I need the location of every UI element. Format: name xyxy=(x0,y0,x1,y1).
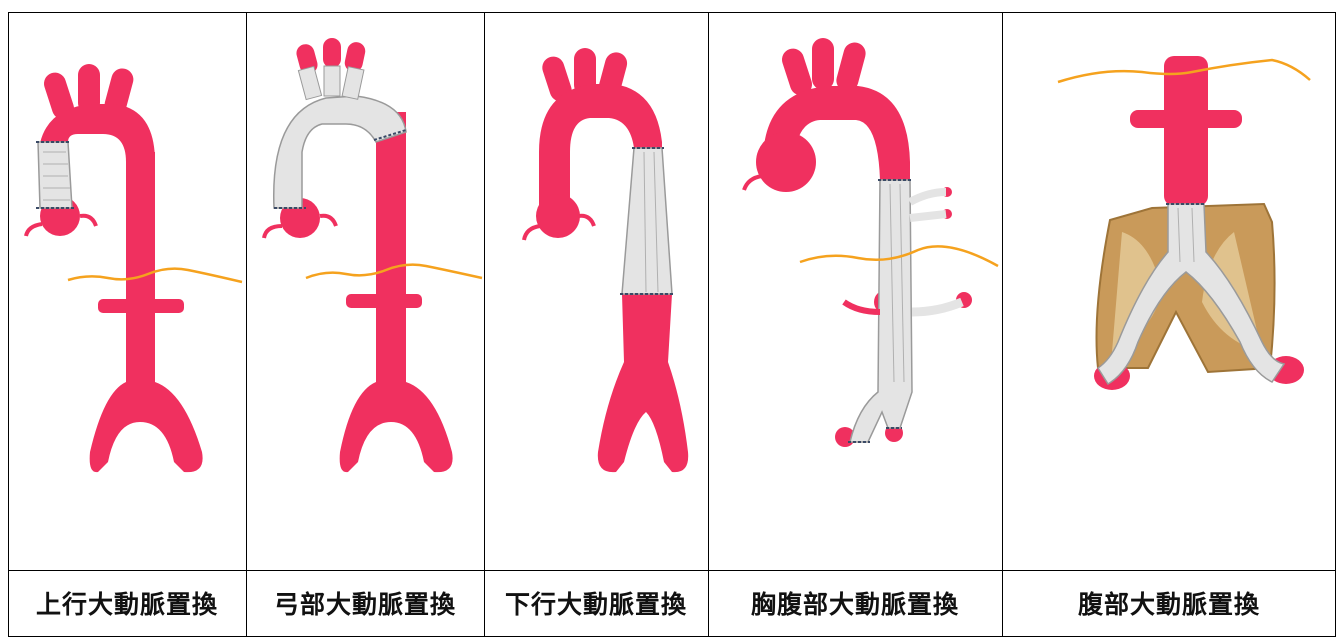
panel-label-ascending: 上行大動脈置換 xyxy=(36,585,218,621)
grid-divider-2 xyxy=(484,12,485,637)
grid-divider-1 xyxy=(246,12,247,637)
aorta-descending-replacement-icon xyxy=(484,12,708,570)
panel-arch-image xyxy=(246,12,484,570)
grid-border-left xyxy=(8,12,9,637)
aorta-abdominal-replacement-icon xyxy=(1002,12,1336,570)
panel-label-abdominal: 腹部大動脈置換 xyxy=(1078,585,1260,621)
grid-border-bottom xyxy=(8,636,1336,637)
grid-border-top xyxy=(8,12,1336,13)
aorta-thoracoabdominal-replacement-icon xyxy=(708,12,1002,570)
panel-label-thoracoabdominal: 胸腹部大動脈置換 xyxy=(751,585,959,621)
grid-divider-3 xyxy=(708,12,709,637)
panel-thoracoabdominal-image xyxy=(708,12,1002,570)
panel-ascending-image xyxy=(8,12,246,570)
panel-label-arch: 弓部大動脈置換 xyxy=(274,585,456,621)
panel-descending-image xyxy=(484,12,708,570)
panel-label-descending: 下行大動脈置換 xyxy=(505,585,687,621)
grid-border-middle xyxy=(8,570,1336,571)
aorta-ascending-replacement-icon xyxy=(8,12,246,570)
label-cell-arch: 弓部大動脈置換 xyxy=(246,570,484,636)
label-cell-thoracoabdominal: 胸腹部大動脈置換 xyxy=(708,570,1002,636)
label-cell-descending: 下行大動脈置換 xyxy=(484,570,708,636)
grid-border-right xyxy=(1335,12,1336,637)
grid-divider-4 xyxy=(1002,12,1003,637)
label-cell-abdominal: 腹部大動脈置換 xyxy=(1002,570,1336,636)
label-cell-ascending: 上行大動脈置換 xyxy=(8,570,246,636)
aorta-arch-replacement-icon xyxy=(246,12,484,570)
panel-abdominal-image xyxy=(1002,12,1336,570)
